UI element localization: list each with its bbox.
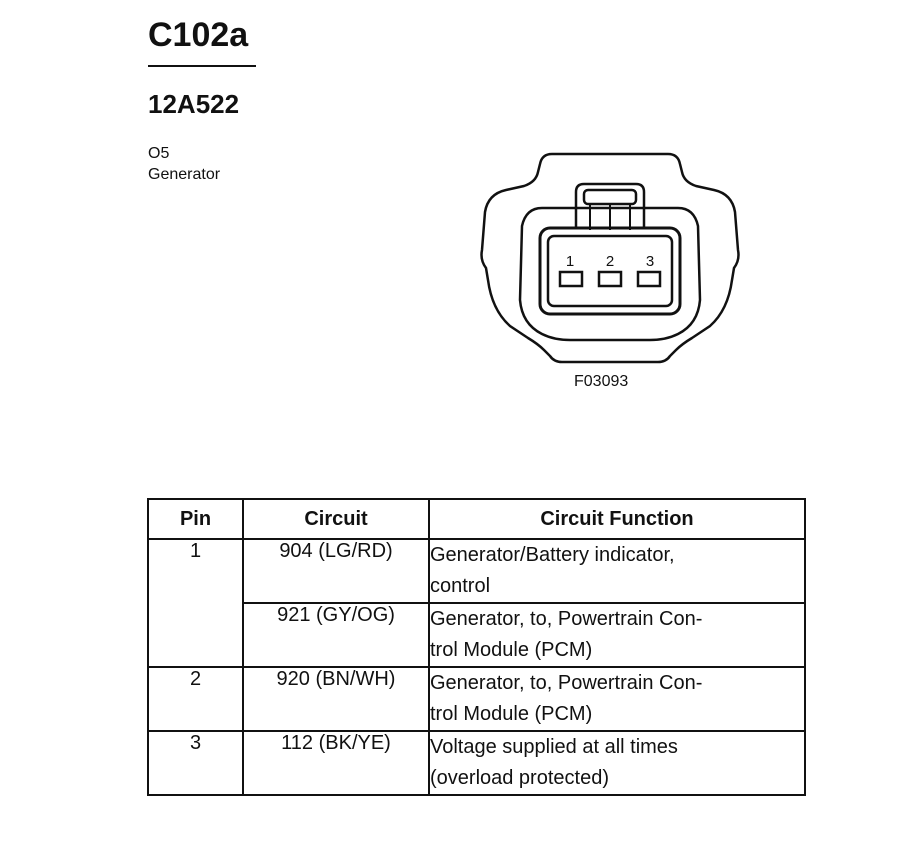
circuit-cell: 112 (BK/YE)	[242, 730, 430, 796]
circuit-cell: 904 (LG/RD)	[242, 538, 430, 604]
function-cell: Generator/Battery indicator, control	[428, 538, 806, 604]
pin-label-3: 3	[646, 253, 654, 270]
connector-housing-outer	[480, 152, 740, 364]
table-header-row: Pin Circuit Circuit Function	[147, 498, 806, 540]
locking-tab-inner	[582, 188, 638, 206]
function-line: Generator, to, Powertrain Con-	[430, 608, 703, 630]
function-line: control	[430, 575, 491, 597]
connector-id-title: C102a	[148, 16, 249, 54]
circuit-cell: 921 (GY/OG)	[242, 602, 430, 668]
component-name: Generator	[148, 166, 221, 183]
circuit-cell: 920 (BN/WH)	[242, 666, 430, 732]
function-line: (overload protected)	[430, 767, 609, 789]
pin-cell: 3	[147, 730, 244, 796]
header-pin: Pin	[147, 498, 244, 540]
pin-label-2: 2	[606, 253, 614, 270]
header-circuit: Circuit	[242, 498, 430, 540]
terminal-cavity-outer	[538, 226, 682, 316]
function-line: trol Module (PCM)	[430, 703, 593, 725]
table-row: 2 920 (BN/WH) Generator, to, Powertrain …	[147, 666, 806, 732]
function-cell: Generator, to, Powertrain Con- trol Modu…	[428, 602, 806, 668]
title-underline	[148, 65, 256, 67]
function-cell: Generator, to, Powertrain Con- trol Modu…	[428, 666, 806, 732]
pin-label-1: 1	[566, 253, 574, 270]
terminal-2	[597, 270, 623, 288]
connector-face-diagram: 1 2 3	[480, 152, 740, 364]
function-cell: Voltage supplied at all times (overload …	[428, 730, 806, 796]
pin-cell: 2	[147, 666, 244, 732]
locking-tab	[574, 182, 646, 228]
figure-id: F03093	[574, 373, 629, 390]
function-line: trol Module (PCM)	[430, 639, 593, 661]
terminal-3	[636, 270, 662, 288]
terminal-1	[558, 270, 584, 288]
terminal-cavity-inner	[546, 234, 674, 308]
pin-cell: 1	[147, 538, 244, 668]
table-row: 3 112 (BK/YE) Voltage supplied at all ti…	[147, 730, 806, 796]
part-number-heading: 12A522	[148, 89, 240, 119]
table-row: 921 (GY/OG) Generator, to, Powertrain Co…	[148, 602, 806, 668]
location-code: O5	[148, 145, 170, 162]
header-circuit-function: Circuit Function	[428, 498, 806, 540]
connector-housing-inner	[518, 206, 702, 342]
table-row: 1 904 (LG/RD) Generator/Battery indicato…	[147, 538, 806, 668]
function-line: Generator/Battery indicator,	[430, 544, 675, 566]
pinout-table: Pin Circuit Circuit Function 1 904 (LG/R…	[147, 498, 806, 796]
function-line: Voltage supplied at all times	[430, 736, 678, 758]
function-line: Generator, to, Powertrain Con-	[430, 672, 703, 694]
